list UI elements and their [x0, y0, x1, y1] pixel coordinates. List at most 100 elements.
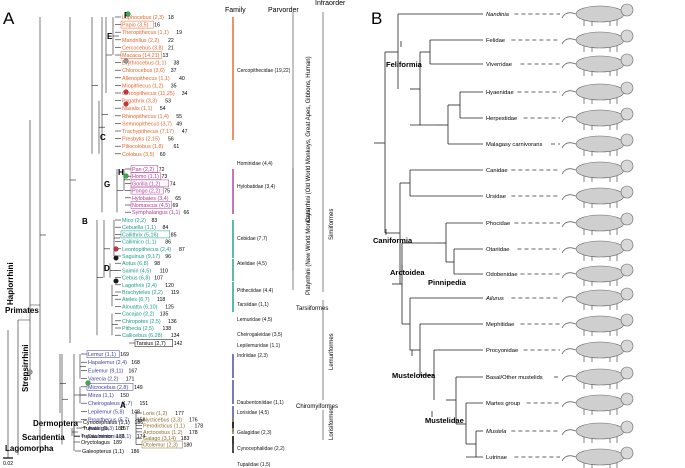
- badger-illustration: [561, 366, 634, 389]
- tip-number: 178: [195, 424, 204, 430]
- animal-head: [620, 53, 634, 67]
- tip-number: 54: [160, 106, 166, 112]
- animal-body: [575, 31, 625, 49]
- tip-label: Theropithecus (1,1): [122, 30, 169, 36]
- family-label: Hylobatidae (3,4): [237, 184, 275, 190]
- tip-number: 186: [131, 449, 140, 455]
- tip-number: 21: [168, 45, 174, 51]
- animal-limbs: [561, 62, 618, 76]
- tip-label: Presbytis (2,15): [122, 137, 160, 143]
- animal-limbs: [561, 12, 618, 26]
- animal-limbs: [561, 90, 618, 104]
- node-marker: [123, 101, 129, 107]
- tip-number: 151: [140, 401, 149, 407]
- node-marker: [27, 369, 33, 375]
- tip-label: Alouatta (6,10): [122, 304, 158, 310]
- otter-illustration: [561, 446, 634, 468]
- animal-head: [620, 3, 634, 17]
- tip-label: Arctocebus (1,2): [143, 430, 183, 436]
- tip-label: Miopithecus (1,2): [122, 83, 164, 89]
- bear-illustration: [561, 185, 634, 208]
- family-label: Lorisidae (4,5): [237, 410, 269, 416]
- animal-head: [620, 238, 634, 252]
- family-label: Lepilemuridae (1,1): [237, 343, 280, 349]
- tip-number: 169: [120, 352, 129, 358]
- skunk-illustration: [561, 313, 634, 336]
- tip-number: 60: [160, 152, 166, 158]
- animal-limbs: [561, 168, 618, 182]
- tip-label: Hapalemur (2,4): [88, 360, 127, 366]
- tip-number: 148: [131, 409, 140, 415]
- civet-illustration: [561, 53, 634, 76]
- taxon-label: Nandinia: [486, 12, 510, 18]
- red-panda-illustration: [561, 287, 634, 310]
- clade-mustelidae: Mustelidae: [425, 416, 464, 425]
- tip-label: Ateles (6,7): [122, 297, 150, 303]
- node-markers: [27, 11, 131, 386]
- animal-limbs: [561, 194, 618, 208]
- animal-limbs: [561, 272, 618, 286]
- family-header: Family: [225, 7, 246, 14]
- tip-number: 40: [179, 76, 185, 82]
- tip-number: 107: [154, 276, 163, 282]
- clade-haplorrhini: Haplorrhini: [6, 262, 15, 305]
- animal-head: [620, 159, 634, 173]
- family-label: Hominidae (4,4): [237, 161, 273, 167]
- tip-number: 34: [182, 91, 188, 97]
- tip-highlight-box: [141, 440, 183, 449]
- taxon-label: Odobenidae: [486, 272, 518, 278]
- animal-head: [620, 446, 634, 460]
- tip-number: 174: [137, 434, 146, 440]
- sea-lion-illustration: [561, 238, 634, 261]
- tip-number: 177: [175, 411, 184, 417]
- raccoon-illustration: [561, 339, 634, 362]
- node-label: E: [107, 32, 113, 41]
- tip-number: 98: [154, 261, 160, 267]
- tip-label: Mirza (1,1): [88, 393, 114, 399]
- tip-label: Otolemur (2,3): [143, 443, 178, 449]
- dog-illustration: [561, 159, 634, 182]
- tip-label: Lophocebus (2,3): [122, 15, 164, 21]
- tip-number: 83: [152, 218, 158, 224]
- family-label: Indriidae (2,3): [237, 353, 268, 359]
- tip-highlight-box: [130, 186, 164, 195]
- seal-illustration: [561, 212, 634, 235]
- clade-strepsirrhini: Strepsirrhini: [21, 344, 30, 392]
- clade-pinnipedia: Pinnipedia: [428, 278, 467, 287]
- tip-number: 18: [168, 15, 174, 21]
- tip-number: 65: [175, 196, 181, 202]
- tip-number: 167: [129, 368, 138, 374]
- tip-number: 178: [189, 430, 198, 436]
- animal-head: [620, 420, 634, 434]
- tip-label: Cercopithecus (11,25): [122, 91, 175, 97]
- tip-number: 19: [176, 30, 182, 36]
- tip-number: 188: [115, 426, 124, 432]
- animal-body: [575, 315, 625, 333]
- infraorder-tarsiiformes: Tarsiiformes: [296, 306, 328, 312]
- tip-label: Semnopithecus (3,7): [122, 121, 172, 127]
- node-label: H: [118, 168, 124, 177]
- tip-number: 49: [176, 121, 182, 127]
- tip-label: Nomascus (4,5): [132, 203, 170, 209]
- tip-label: Leontopithecus (2,4): [122, 247, 171, 253]
- taxon-label: Lutrinae: [486, 455, 507, 461]
- taxon-label: Basal/Other mustelids: [486, 375, 543, 381]
- tip-label: Eulemur (9,11): [88, 368, 123, 374]
- animal-limbs: [561, 221, 618, 235]
- node-marker: [113, 278, 119, 284]
- tip-number: 87: [179, 247, 185, 253]
- tip-label: Callithrix (5,16): [122, 232, 158, 238]
- animal-head: [620, 366, 634, 380]
- node-label: C: [100, 133, 106, 142]
- tip-number: 74: [170, 181, 176, 187]
- tip-label: Cebus (6,8): [122, 276, 150, 282]
- tip-label: Daubentonia (1,1): [88, 434, 131, 440]
- panel-a-primate-tree: A Family Parvorder Infraorder Lophocebus…: [3, 0, 346, 468]
- tip-number: 47: [182, 129, 188, 135]
- tip-label: Papio (3,5): [122, 23, 149, 29]
- tip-number: 142: [174, 341, 183, 347]
- tip-number: 138: [163, 326, 172, 332]
- tip-highlight-box: [120, 51, 162, 59]
- animal-body: [575, 135, 625, 153]
- animal-limbs: [561, 296, 618, 310]
